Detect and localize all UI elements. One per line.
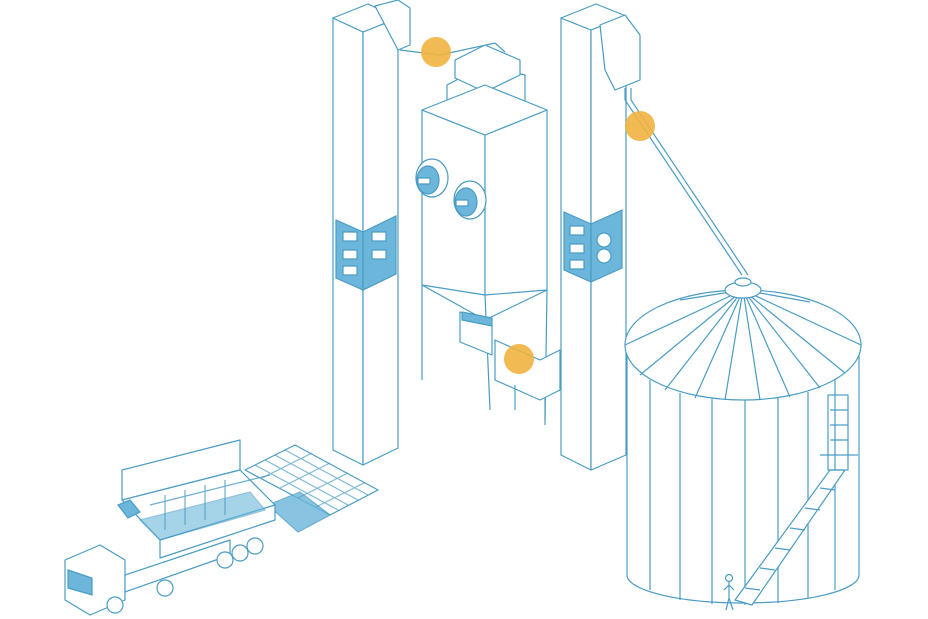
silo-staircase: [734, 394, 858, 606]
receiving-grate: [244, 444, 379, 533]
conveyor-hotspot[interactable]: [504, 344, 534, 374]
left-elevator-tower: [332, 0, 506, 466]
grain-silo: [624, 277, 862, 605]
grain-truck: [64, 439, 276, 616]
fan-icon: [453, 180, 487, 220]
fan-icon: [415, 158, 449, 198]
dryer-inlet-hotspot[interactable]: [421, 37, 451, 67]
worker-figure: [723, 573, 735, 611]
grain-dryer: [415, 44, 561, 425]
right-elevator-tower: [560, 3, 749, 471]
silo-pipe-hotspot[interactable]: [625, 111, 655, 141]
